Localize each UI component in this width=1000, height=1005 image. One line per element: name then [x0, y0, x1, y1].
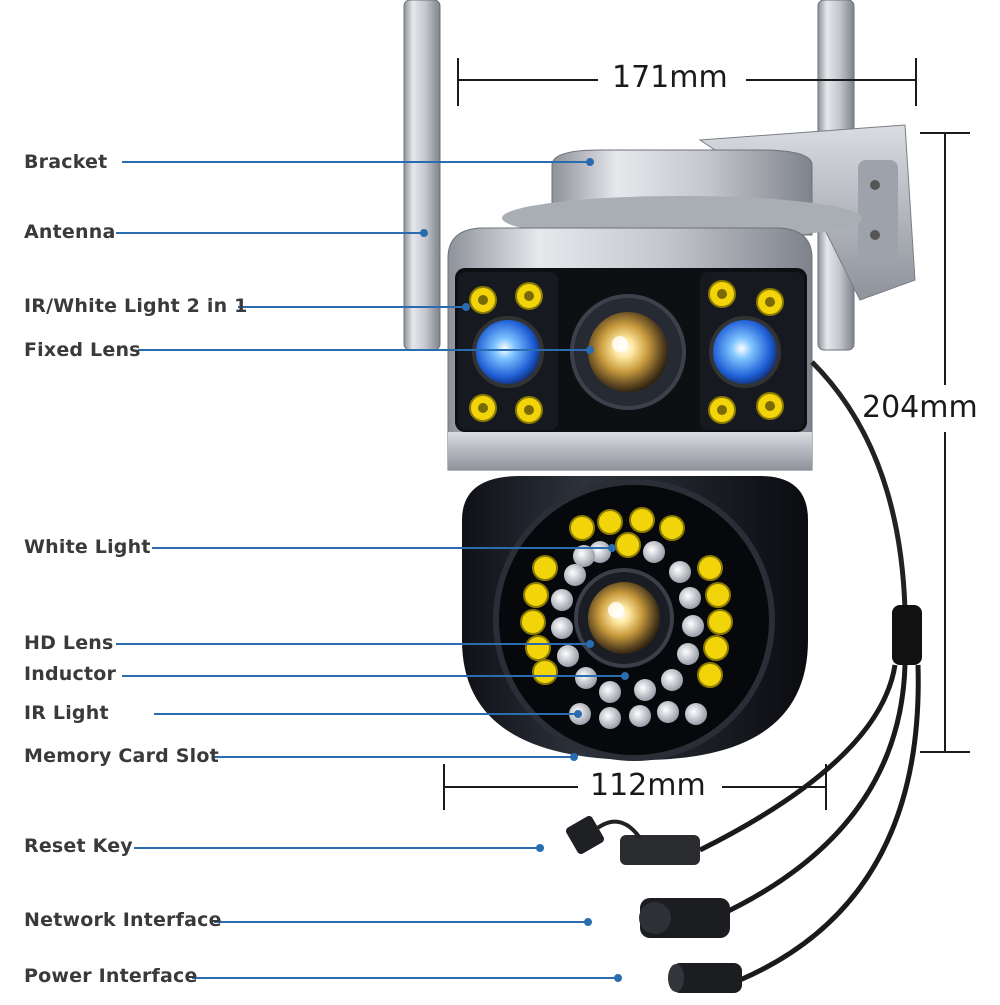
dimension-width-top: 171mm	[612, 60, 728, 95]
label-hd-lens: HD Lens	[24, 632, 114, 654]
label-bracket: Bracket	[24, 151, 108, 173]
dimension-width-bottom: 112mm	[590, 768, 706, 803]
dimension-lines	[443, 58, 970, 810]
white-light-ring	[520, 507, 733, 688]
label-power-interface: Power Interface	[24, 965, 198, 987]
label-ir-light: IR Light	[24, 702, 109, 724]
label-memory-card-slot: Memory Card Slot	[24, 745, 219, 767]
label-network-interface: Network Interface	[24, 909, 222, 931]
callout-lines	[116, 158, 629, 982]
ir-light-ring	[551, 541, 707, 729]
label-fixed-lens: Fixed Lens	[24, 339, 141, 361]
ir-white-leds-upper	[469, 280, 784, 424]
label-inductor: Inductor	[24, 663, 117, 685]
label-reset-key: Reset Key	[24, 835, 133, 857]
dimension-height: 204mm	[862, 390, 978, 425]
label-white-light: White Light	[24, 536, 151, 558]
label-ir-white-light: IR/White Light 2 in 1	[24, 295, 248, 317]
label-antenna: Antenna	[24, 221, 116, 243]
